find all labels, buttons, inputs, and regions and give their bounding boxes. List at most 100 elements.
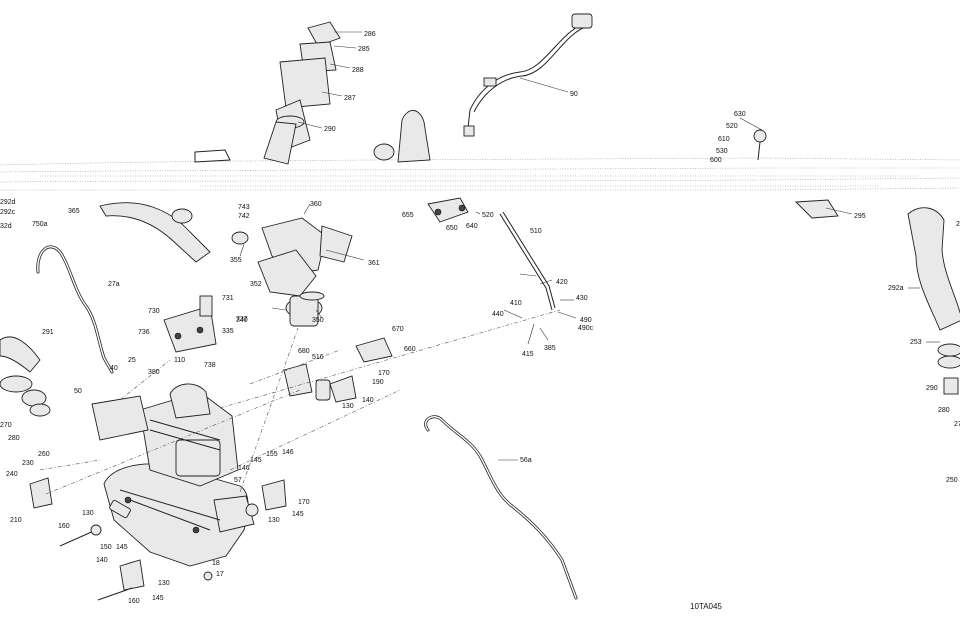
callout-label: 520 <box>482 212 494 219</box>
callout-label: 360 <box>310 201 322 208</box>
callout-label: 286 <box>364 31 376 38</box>
callout-label: 440 <box>492 311 504 318</box>
callout-label: 27a <box>108 281 120 288</box>
callout-label: 280 <box>938 407 950 414</box>
callout-label: 40 <box>110 365 118 372</box>
callout-label: 290 <box>926 385 938 392</box>
assembly-lines <box>39 309 561 495</box>
callout-label: 140 <box>362 397 374 404</box>
leader-lines <box>239 31 940 461</box>
callout-label: 660 <box>404 346 416 353</box>
callout-label: 640 <box>466 223 478 230</box>
mount-hardware <box>29 477 287 601</box>
callout-label: 17 <box>216 571 224 578</box>
callout-label: 430 <box>576 295 588 302</box>
gauge-630 <box>753 129 767 161</box>
callout-label: 600 <box>710 157 722 164</box>
callout-label: 361 <box>368 260 380 267</box>
bracket-730 <box>163 295 217 353</box>
callout-label: 190 <box>372 379 384 386</box>
callout-label: 292d <box>0 199 16 206</box>
callout-label: 27 <box>954 421 960 428</box>
callout-label: 730 <box>148 308 160 315</box>
callout-label: 736 <box>138 329 150 336</box>
callout-label: 516 <box>312 354 324 361</box>
callout-label: 130 <box>158 580 170 587</box>
callout-label: 288 <box>352 67 364 74</box>
engine-assembly <box>91 383 255 567</box>
callout-label: 737 <box>236 316 248 323</box>
callout-label: 510 <box>530 228 542 235</box>
callout-label: 130 <box>342 403 354 410</box>
intake-292a <box>907 207 960 395</box>
callout-label: 743 <box>238 204 250 211</box>
callout-label: 530 <box>716 148 728 155</box>
callout-label: 610 <box>718 136 730 143</box>
callout-label: 240 <box>6 471 18 478</box>
callout-label: 170 <box>378 370 390 377</box>
callout-label: 295 <box>854 213 866 220</box>
callout-labels: 28628528828729090630520610530600292d292c… <box>0 31 960 605</box>
harness-90 <box>463 13 593 137</box>
callout-label: 130 <box>268 517 280 524</box>
callout-label: 490c <box>578 325 594 332</box>
callout-label: 731 <box>222 295 234 302</box>
callout-label: 260 <box>38 451 50 458</box>
callout-label: 170 <box>298 499 310 506</box>
callout-label: 18 <box>212 560 220 567</box>
callout-label: 650 <box>446 225 458 232</box>
frame-rails <box>0 157 960 191</box>
callout-label: 32d <box>0 223 12 230</box>
callout-label: 380 <box>148 369 160 376</box>
callout-label: 110 <box>174 357 185 364</box>
callout-label: 655 <box>402 212 414 219</box>
callout-label: 385 <box>544 345 556 352</box>
callout-label: 415 <box>522 351 534 358</box>
callout-label: 365 <box>68 208 80 215</box>
callout-label: 292c <box>0 209 16 216</box>
callout-label: 50 <box>74 388 82 395</box>
boot-part <box>373 110 431 163</box>
callout-label: 140 <box>96 557 108 564</box>
callout-label: 160 <box>128 598 140 605</box>
callout-label: 287 <box>344 95 356 102</box>
callout-label: 490 <box>580 317 592 324</box>
callout-label: 335 <box>222 328 234 335</box>
intake-cluster <box>194 21 341 165</box>
callout-label: 57 <box>234 477 242 484</box>
callout-label: 670 <box>392 326 404 333</box>
callout-label: 210 <box>10 517 22 524</box>
callout-label: 630 <box>734 111 746 118</box>
brackets-670-680 <box>283 337 393 403</box>
callout-label: 56a <box>520 457 532 464</box>
callout-label: 250 <box>946 477 958 484</box>
callout-label: 2 <box>956 221 960 228</box>
left-duct <box>0 336 51 417</box>
callout-label: 155 <box>266 451 278 458</box>
callout-label: 410 <box>510 300 522 307</box>
callout-label: 253 <box>910 339 922 346</box>
callout-label: 280 <box>8 435 20 442</box>
callout-label: 150 <box>100 544 112 551</box>
callout-label: 146 <box>238 465 250 472</box>
callout-label: 340 <box>236 317 248 324</box>
callout-label: 420 <box>556 279 568 286</box>
callout-label: 290 <box>324 126 336 133</box>
callout-label: 750a <box>32 221 48 228</box>
callout-label: 680 <box>298 348 310 355</box>
diagram-code: 10TA045 <box>690 602 722 611</box>
callout-label: 352 <box>250 281 262 288</box>
callout-label: 738 <box>204 362 216 369</box>
callout-label: 90 <box>570 91 578 98</box>
callout-label: 355 <box>230 257 242 264</box>
callout-label: 130 <box>82 510 94 517</box>
callout-label: 145 <box>116 544 128 551</box>
callout-label: 520 <box>726 123 738 130</box>
callout-label: 292a <box>888 285 904 292</box>
callout-label: 270 <box>0 422 12 429</box>
callout-label: 160 <box>58 523 70 530</box>
callout-label: 146 <box>282 449 294 456</box>
callout-label: 291 <box>42 329 54 336</box>
